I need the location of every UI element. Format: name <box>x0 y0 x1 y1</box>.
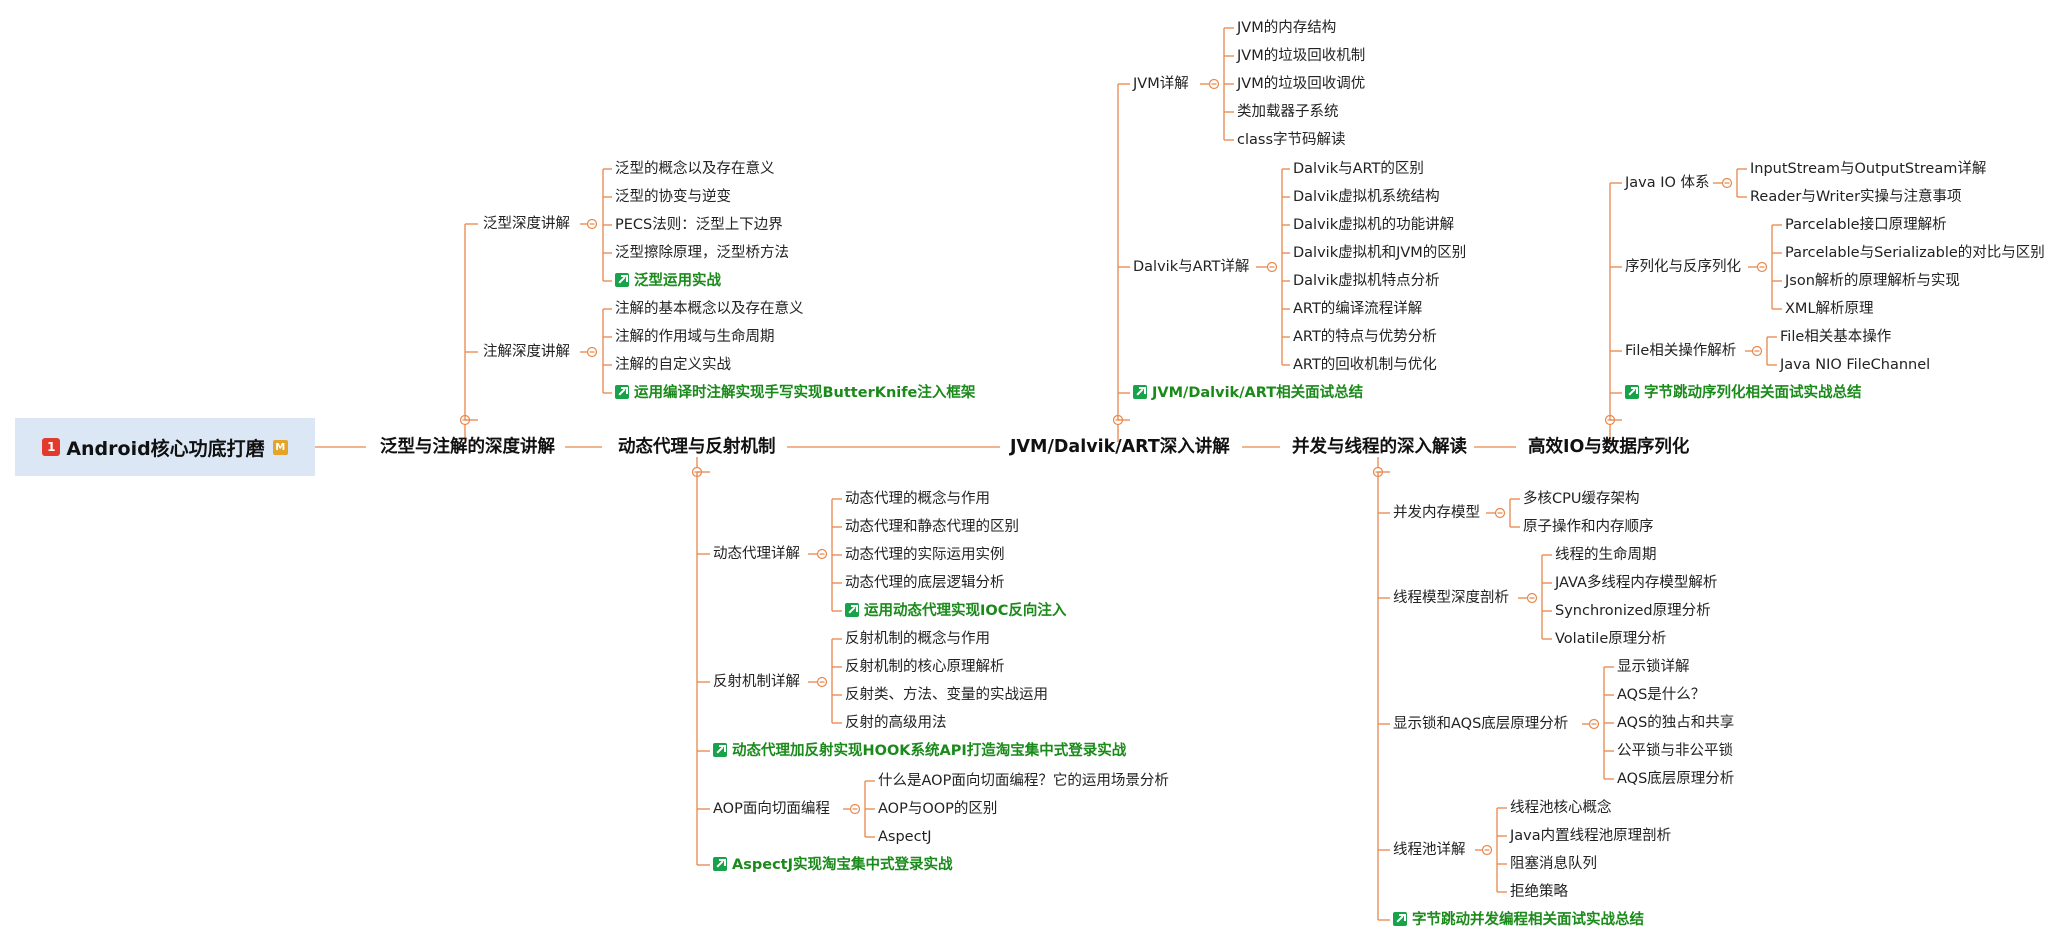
practice-icon <box>615 385 629 399</box>
reflection-item[interactable]: 反射的高级用法 <box>845 715 947 731</box>
aop-subtopic[interactable]: AOP面向切面编程 <box>713 801 830 817</box>
topic-io[interactable]: 高效IO与数据序列化 <box>1528 437 1690 457</box>
dalvik-item[interactable]: ART的特点与优势分析 <box>1293 329 1437 345</box>
reflection-item[interactable]: 反射类、方法、变量的实战运用 <box>845 687 1048 703</box>
annotation-item[interactable]: 注解的自定义实战 <box>615 357 731 373</box>
reflection-subtopic[interactable]: 反射机制详解 <box>713 674 800 690</box>
annotation-item[interactable]: 注解的基本概念以及存在意义 <box>615 301 804 317</box>
threadpool-item[interactable]: 线程池核心概念 <box>1510 800 1612 816</box>
generics-item[interactable]: PECS法则：泛型上下边界 <box>615 217 783 233</box>
jvm-item[interactable]: JVM的内存结构 <box>1237 20 1337 36</box>
file-ops-item[interactable]: Java NIO FileChannel <box>1780 357 1931 373</box>
generics-item[interactable]: 泛型的协变与逆变 <box>615 189 731 205</box>
file-ops-subtopic[interactable]: File相关操作解析 <box>1625 343 1737 359</box>
dalvik-item[interactable]: Dalvik与ART的区别 <box>1293 161 1424 177</box>
threadpool-item[interactable]: Java内置线程池原理剖析 <box>1510 828 1672 844</box>
thread-model-item[interactable]: Synchronized原理分析 <box>1555 603 1711 619</box>
aspectj-practice[interactable]: AspectJ实现淘宝集中式登录实战 <box>713 855 953 875</box>
thread-model-item[interactable]: Volatile原理分析 <box>1555 631 1667 647</box>
jvm-practice[interactable]: JVM/Dalvik/ART相关面试总结 <box>1133 383 1363 403</box>
dalvik-item[interactable]: ART的回收机制与优化 <box>1293 357 1437 373</box>
dalvik-item[interactable]: Dalvik虚拟机特点分析 <box>1293 273 1440 289</box>
dalvik-item[interactable]: Dalvik虚拟机系统结构 <box>1293 189 1440 205</box>
lock-aqs-item[interactable]: 公平锁与非公平锁 <box>1617 743 1733 759</box>
generics-item[interactable]: 泛型擦除原理，泛型桥方法 <box>615 245 789 261</box>
annotation-subtopic[interactable]: 注解深度讲解 <box>483 344 570 360</box>
marker-icon: M <box>272 439 288 455</box>
generics-subtopic[interactable]: 泛型深度讲解 <box>483 216 570 232</box>
jvm-subtopic[interactable]: JVM详解 <box>1133 76 1189 92</box>
annotation-practice[interactable]: 运用编译时注解实现手写实现ButterKnife注入框架 <box>615 383 975 403</box>
topic-jvm[interactable]: JVM/Dalvik/ART深入讲解 <box>1010 437 1230 457</box>
serialization-item[interactable]: Parcelable接口原理解析 <box>1785 217 1947 233</box>
hook-practice[interactable]: 动态代理加反射实现HOOK系统API打造淘宝集中式登录实战 <box>713 741 1126 761</box>
dalvik-item[interactable]: Dalvik虚拟机的功能讲解 <box>1293 217 1455 233</box>
generics-item[interactable]: 泛型的概念以及存在意义 <box>615 161 775 177</box>
proxy-item[interactable]: 动态代理的底层逻辑分析 <box>845 575 1005 591</box>
practice-icon <box>1393 912 1407 926</box>
proxy-item[interactable]: 动态代理和静态代理的区别 <box>845 519 1019 535</box>
lock-aqs-subtopic[interactable]: 显示锁和AQS底层原理分析 <box>1393 716 1569 732</box>
topic-generics[interactable]: 泛型与注解的深度讲解 <box>380 437 555 457</box>
proxy-item[interactable]: 动态代理的概念与作用 <box>845 491 990 507</box>
java-io-item[interactable]: Reader与Writer实操与注意事项 <box>1750 189 1962 205</box>
aop-item[interactable]: AspectJ <box>878 829 932 845</box>
java-io-subtopic[interactable]: Java IO 体系 <box>1625 175 1710 191</box>
aop-item[interactable]: AOP与OOP的区别 <box>878 801 998 817</box>
proxy-subtopic[interactable]: 动态代理详解 <box>713 546 800 562</box>
thread-model-item[interactable]: 线程的生命周期 <box>1555 547 1657 563</box>
root-topic[interactable]: 1 Android核心功底打磨 M <box>15 418 315 476</box>
reflection-item[interactable]: 反射机制的核心原理解析 <box>845 659 1005 675</box>
file-ops-item[interactable]: File相关基本操作 <box>1780 329 1892 345</box>
dalvik-subtopic[interactable]: Dalvik与ART详解 <box>1133 259 1250 275</box>
practice-icon <box>713 857 727 871</box>
concurrency-practice[interactable]: 字节跳动并发编程相关面试实战总结 <box>1393 910 1644 930</box>
practice-icon <box>1625 385 1639 399</box>
topic-proxy[interactable]: 动态代理与反射机制 <box>618 437 776 457</box>
threadpool-subtopic[interactable]: 线程池详解 <box>1393 842 1466 858</box>
concurrency-item[interactable]: 原子操作和内存顺序 <box>1523 519 1654 535</box>
priority-badge: 1 <box>42 438 61 456</box>
jvm-item[interactable]: JVM的垃圾回收机制 <box>1237 48 1366 64</box>
io-practice[interactable]: 字节跳动序列化相关面试实战总结 <box>1625 383 1862 403</box>
lock-aqs-item[interactable]: AQS是什么？ <box>1617 687 1706 703</box>
dalvik-item[interactable]: ART的编译流程详解 <box>1293 301 1423 317</box>
aop-item[interactable]: 什么是AOP面向切面编程？它的运用场景分析 <box>878 773 1169 789</box>
serialization-item[interactable]: Json解析的原理解析与实现 <box>1785 273 1960 289</box>
lock-aqs-item[interactable]: AQS底层原理分析 <box>1617 771 1735 787</box>
serialization-item[interactable]: Parcelable与Serializable的对比与区别 <box>1785 245 2045 261</box>
lock-aqs-item[interactable]: AQS的独占和共享 <box>1617 715 1735 731</box>
reflection-item[interactable]: 反射机制的概念与作用 <box>845 631 990 647</box>
dalvik-item[interactable]: Dalvik虚拟机和JVM的区别 <box>1293 245 1467 261</box>
threadpool-item[interactable]: 拒绝策略 <box>1510 884 1568 900</box>
practice-icon <box>845 603 859 617</box>
serialization-subtopic[interactable]: 序列化与反序列化 <box>1625 259 1741 275</box>
practice-icon <box>1133 385 1147 399</box>
topic-concurrency[interactable]: 并发与线程的深入解读 <box>1292 437 1467 457</box>
jvm-item[interactable]: 类加载器子系统 <box>1237 104 1339 120</box>
root-title: Android核心功底打磨 <box>66 437 265 460</box>
threadpool-item[interactable]: 阻塞消息队列 <box>1510 856 1597 872</box>
proxy-item[interactable]: 动态代理的实际运用实例 <box>845 547 1005 563</box>
lock-aqs-item[interactable]: 显示锁详解 <box>1617 659 1690 675</box>
serialization-item[interactable]: XML解析原理 <box>1785 301 1874 317</box>
practice-icon <box>615 273 629 287</box>
jvm-item[interactable]: class字节码解读 <box>1237 132 1346 148</box>
concurrency-subtopic[interactable]: 并发内存模型 <box>1393 505 1480 521</box>
annotation-item[interactable]: 注解的作用域与生命周期 <box>615 329 775 345</box>
practice-icon <box>713 743 727 757</box>
thread-model-subtopic[interactable]: 线程模型深度剖析 <box>1393 590 1509 606</box>
concurrency-item[interactable]: 多核CPU缓存架构 <box>1523 491 1640 507</box>
thread-model-item[interactable]: JAVA多线程内存模型解析 <box>1555 575 1718 591</box>
java-io-item[interactable]: InputStream与OutputStream详解 <box>1750 161 1987 177</box>
generics-practice[interactable]: 泛型运用实战 <box>615 271 721 291</box>
jvm-item[interactable]: JVM的垃圾回收调优 <box>1237 76 1366 92</box>
proxy-practice[interactable]: 运用动态代理实现IOC反向注入 <box>845 601 1066 621</box>
